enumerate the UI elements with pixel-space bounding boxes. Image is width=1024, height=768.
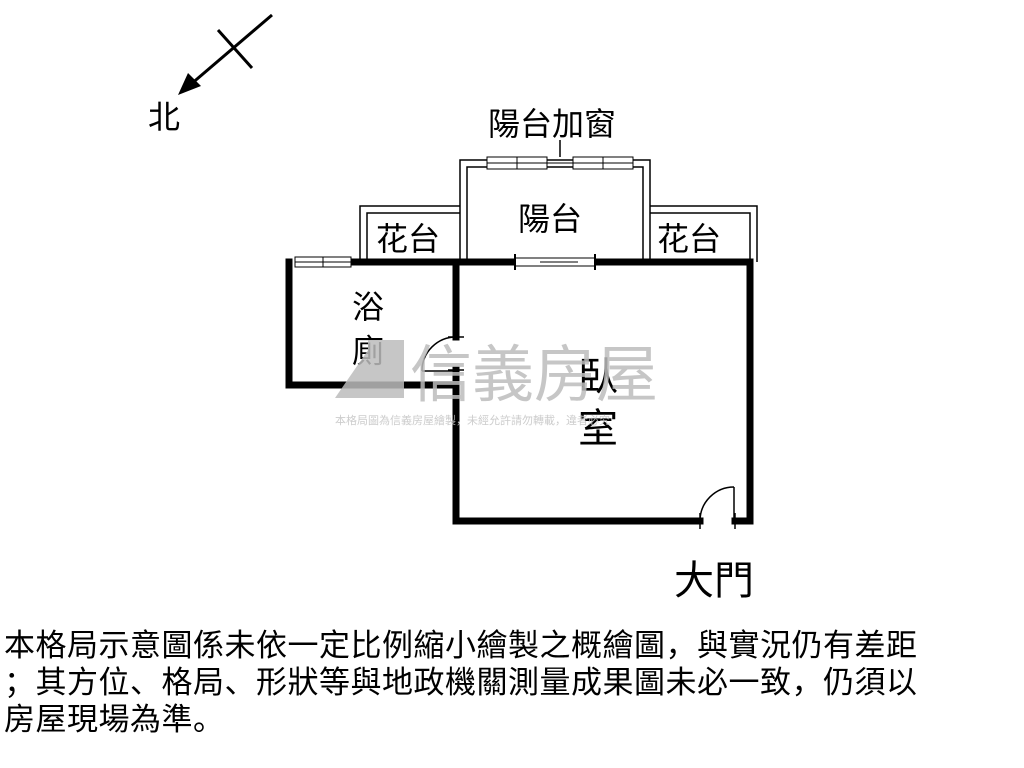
brand-logo-icon xyxy=(335,340,404,398)
bedroom-label-line2: 室 xyxy=(578,406,618,452)
disclaimer-text: 本格局示意圖係未依一定比例縮小繪製之概繪圖，與實況仍有差距 ；其方位、格局、形狀… xyxy=(4,628,1022,739)
disclaimer-line: ；其方位、格局、形狀等與地政機關測量成果圖未必一致，仍須以 xyxy=(4,665,918,701)
planter-left-outline xyxy=(359,205,460,262)
watermark-brand: 信義房屋 xyxy=(410,338,658,411)
bathroom-door-icon xyxy=(421,336,464,372)
bedroom-label-line1: 臥 xyxy=(578,354,618,400)
watermark-notice: 本格局圖為信義房屋繪製，未經允許請勿轉載，違者必究 xyxy=(335,413,610,427)
watermark: 信義房屋 本格局圖為信義房屋繪製，未經允許請勿轉載，違者必究 xyxy=(335,338,658,427)
balcony-label: 陽台 xyxy=(518,200,582,238)
planter-left-label: 花台 xyxy=(376,220,440,258)
planter-right-outline xyxy=(650,205,758,262)
floor-plan: 北 陽台加窗 陽台 花台 花台 xyxy=(148,13,758,604)
bathroom-label-line1: 浴 xyxy=(352,288,384,326)
disclaimer-line: 本格局示意圖係未依一定比例縮小繪製之概繪圖，與實況仍有差距 xyxy=(4,628,918,664)
balcony-outline xyxy=(459,159,651,262)
balcony-sliding-door-icon xyxy=(514,254,596,270)
balcony-window-label: 陽台加窗 xyxy=(488,105,616,143)
north-compass-icon xyxy=(178,13,273,95)
main-door-icon xyxy=(699,486,736,529)
north-label: 北 xyxy=(148,98,180,136)
bathroom-window-icon xyxy=(294,256,352,268)
disclaimer-line: 房屋現場為準。 xyxy=(4,702,225,738)
main-door-label: 大門 xyxy=(674,558,754,604)
planter-right-label: 花台 xyxy=(657,220,721,258)
balcony-window-icon xyxy=(486,156,634,170)
